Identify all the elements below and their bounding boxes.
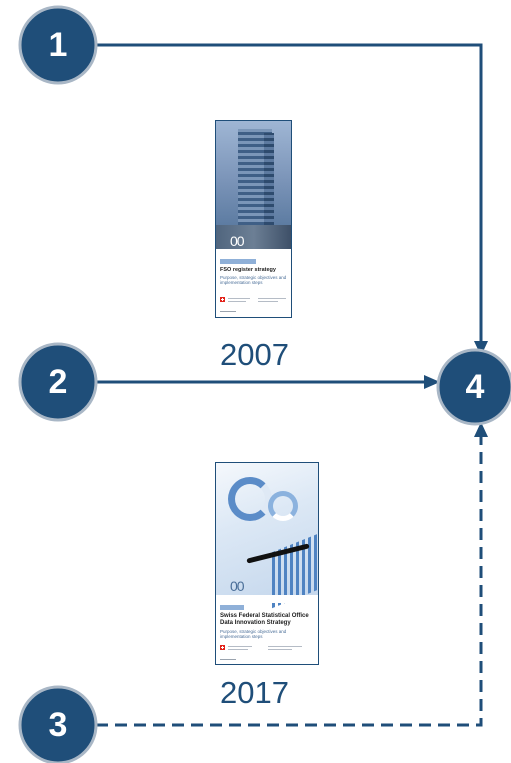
- cover-category-tab: [220, 259, 256, 264]
- cover-date-line: [220, 311, 236, 312]
- document-cover-2007: 00 FSO register strategy Purpose, strate…: [215, 120, 292, 318]
- connector-3-to-4: [96, 432, 483, 727]
- cover-photo-charts: [216, 463, 318, 609]
- swiss-flag-icon: [220, 297, 225, 302]
- node-3: 3: [18, 685, 98, 763]
- document-cover-2017: 00 Swiss Federal Statistical Office Data…: [215, 462, 319, 665]
- node-4: 4: [436, 348, 511, 426]
- year-label-2017: 2017: [220, 675, 289, 710]
- year-label-2007: 2007: [220, 337, 289, 372]
- cover-category-tab: [220, 605, 244, 610]
- cover-title: Swiss Federal Statistical Office Data In…: [220, 613, 309, 626]
- cover-title: FSO register strategy: [220, 267, 276, 273]
- cover-number: 00: [230, 578, 245, 594]
- node-4-label: 4: [466, 368, 485, 406]
- node-1-label: 1: [49, 26, 68, 64]
- node-2: 2: [18, 342, 98, 422]
- cover-subtitle: Purpose, strategic objectives and implem…: [220, 629, 287, 640]
- node-3-label: 3: [49, 706, 68, 744]
- cover-subtitle: Purpose, strategic objectives and implem…: [220, 275, 287, 286]
- node-2-label: 2: [49, 363, 68, 401]
- cover-photo-building: [216, 121, 291, 249]
- swiss-flag-icon: [220, 645, 225, 650]
- cover-date-line: [220, 659, 236, 660]
- cover-number: 00: [230, 233, 245, 249]
- cover-series-strip: [216, 595, 318, 603]
- connector-1-to-4: [96, 43, 483, 346]
- arrow-head-3-to-4: [474, 422, 488, 437]
- arrow-head-2-to-4: [424, 375, 440, 389]
- arrow-head-1-to-4: [474, 341, 488, 356]
- cover-series-strip: [216, 249, 291, 257]
- node-1: 1: [18, 5, 98, 85]
